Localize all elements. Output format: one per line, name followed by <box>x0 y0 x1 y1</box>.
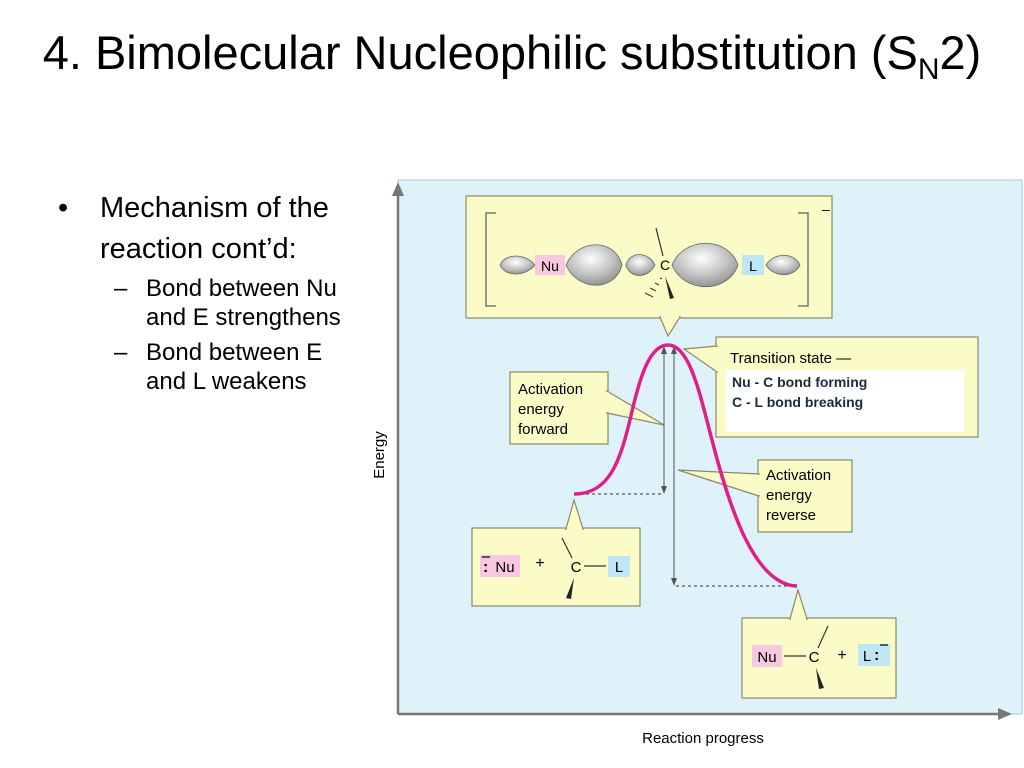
slide-title: 4. Bimolecular Nucleophilic substitution… <box>0 24 1024 88</box>
forward-arrow-top <box>661 346 667 354</box>
reactant-plus: + <box>535 555 544 572</box>
energy-curve <box>573 343 798 588</box>
bullet-group: • Mechanism of the reaction cont’d: – Bo… <box>56 188 346 396</box>
subbullet-text: Bond between E and L weakens <box>146 339 323 395</box>
activation-reverse-line3: reverse <box>766 507 816 524</box>
activation-forward-line3: forward <box>518 421 568 438</box>
product-c-wedge <box>816 668 824 689</box>
y-axis-label: Energy <box>371 431 388 479</box>
reactant-c-wedge <box>566 578 574 599</box>
reactant-nu-tag <box>480 555 520 577</box>
ts-c-wedge <box>665 276 674 299</box>
ts-charge: – <box>822 201 830 217</box>
c-large-lobe <box>671 243 739 287</box>
bullet-list: • Mechanism of the reaction cont’d: – Bo… <box>56 188 346 402</box>
activation-forward-line1: Activation <box>518 381 583 398</box>
subbullet-marker: – <box>114 275 128 302</box>
activation-reverse-callout <box>757 459 853 533</box>
ts-c-hash <box>644 277 663 298</box>
ts-bond-forming: Nu - C bond forming <box>732 374 867 390</box>
reverse-arrow-top <box>671 346 677 354</box>
nu-tag <box>535 255 565 275</box>
l-tag <box>742 255 764 275</box>
product-nu-tag <box>752 645 782 667</box>
ts-l-label: L <box>749 258 757 274</box>
y-axis-arrowhead <box>392 182 404 196</box>
ts-bond-breaking: C - L bond breaking <box>732 394 863 410</box>
ts-bond-box <box>726 370 964 432</box>
product-l-dots: : <box>874 647 879 664</box>
subbullet-item: – Bond between Nu and E strengthens <box>56 274 346 332</box>
left-bracket <box>485 212 496 307</box>
transition-state-title: Transition state — <box>730 350 851 367</box>
reactant-l-label: L <box>615 559 623 576</box>
reactant-c-bond-up <box>561 537 573 559</box>
ts-c-bond-up <box>655 227 664 257</box>
forward-arrow-bottom <box>661 486 667 494</box>
subbullet-marker: – <box>114 339 128 366</box>
reactant-c-label: C <box>571 559 582 576</box>
product-plus: + <box>837 647 846 664</box>
product-c-label: C <box>809 649 820 666</box>
nu-large-lobe <box>565 244 623 286</box>
x-axis-arrowhead <box>998 708 1012 720</box>
bullet-marker: • <box>58 192 69 224</box>
bullet-item: • Mechanism of the reaction cont’d: <box>56 188 346 270</box>
product-nu-label: Nu <box>757 649 776 666</box>
reactant-l-tag <box>608 556 630 577</box>
activation-forward-callout <box>509 371 609 445</box>
product-l-label: L <box>863 648 871 665</box>
ts-c-label: C <box>660 257 670 273</box>
activation-forward-line2: energy <box>518 401 564 418</box>
x-axis-label: Reaction progress <box>642 730 764 747</box>
subbullet-text: Bond between Nu and E strengthens <box>146 275 341 331</box>
energy-diagram: Energy Reaction progress – Nu L C Transi… <box>371 179 1023 747</box>
reactant-nu-label: Nu <box>495 559 514 576</box>
right-bracket <box>798 212 809 307</box>
title-main: 4. Bimolecular Nucleophilic substitution… <box>42 26 918 79</box>
reverse-arrow-bottom <box>671 578 677 586</box>
ts-nu-label: Nu <box>541 258 559 274</box>
l-small-lobe <box>765 254 801 276</box>
activation-reverse-line1: Activation <box>766 467 831 484</box>
product-l-tag <box>858 644 890 666</box>
subbullet-item: – Bond between E and L weakens <box>56 338 346 396</box>
c-small-lobe <box>625 254 656 276</box>
nu-small-lobe <box>499 255 536 275</box>
product-c-bond-up <box>817 625 829 649</box>
title-end: 2) <box>939 26 982 79</box>
reactant-nu-dots: : <box>483 559 488 576</box>
title-subscript: N <box>917 53 940 86</box>
bullet-text: Mechanism of the reaction cont’d: <box>100 192 329 265</box>
activation-reverse-line2: energy <box>766 487 812 504</box>
